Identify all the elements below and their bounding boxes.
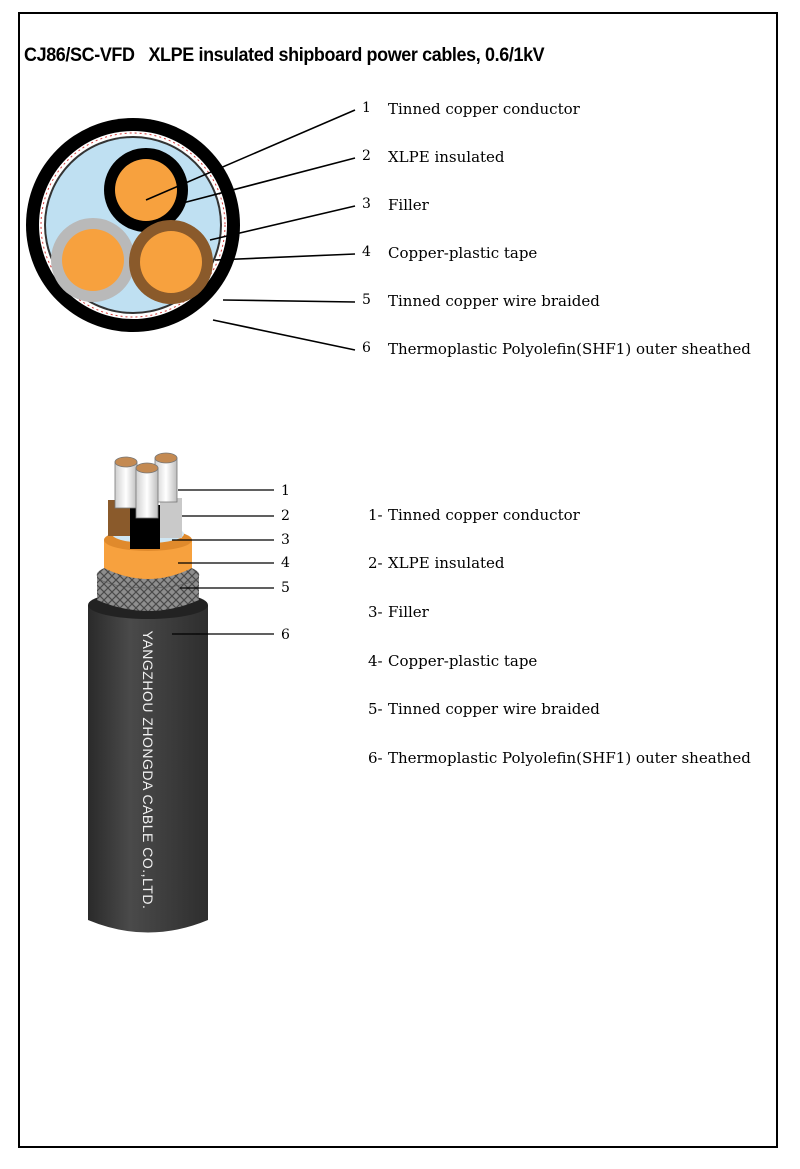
cs-label-4: Copper-plastic tape: [388, 244, 538, 262]
cs-label-5: Tinned copper wire braided: [388, 292, 600, 310]
cs-num-5: 5: [362, 292, 371, 308]
legend-label-4: Copper-plastic tape: [388, 652, 538, 670]
legend-label-6: Thermoplastic Polyolefin(SHF1) outer she…: [388, 749, 751, 767]
core-black-conductor: [115, 159, 177, 221]
legend-label-1: Tinned copper conductor: [388, 506, 580, 524]
wire-center: [135, 467, 159, 519]
cross-section-leaders: [145, 109, 356, 351]
core-brown-conductor: [140, 231, 202, 293]
cable-num-2: 2: [281, 508, 290, 524]
cable-num-3: 3: [281, 532, 290, 548]
core-grey: [160, 498, 182, 538]
cable-num-4: 4: [281, 555, 290, 571]
legend-num-5: 5-: [368, 700, 383, 718]
core-brown: [108, 500, 130, 536]
cable-num-6: 6: [281, 627, 290, 643]
legend-label-2: XLPE insulated: [388, 554, 505, 572]
legend-num-3: 3-: [368, 603, 383, 621]
cs-label-3: Filler: [388, 196, 429, 214]
cable-tape: [104, 540, 192, 579]
core-grey-conductor: [62, 229, 124, 291]
cs-label-6: Thermoplastic Polyolefin(SHF1) outer she…: [388, 340, 751, 358]
legend-num-6: 6-: [368, 749, 383, 767]
cs-label-2: XLPE insulated: [388, 148, 505, 166]
page-frame: [18, 12, 778, 1148]
cs-num-6: 6: [362, 340, 371, 356]
legend-num-2: 2-: [368, 554, 383, 572]
legend-num-1: 1-: [368, 506, 383, 524]
cs-num-1: 1: [362, 100, 371, 116]
page-title: CJ86/SC-VFD XLPE insulated shipboard pow…: [24, 44, 545, 66]
legend-label-3: Filler: [388, 603, 429, 621]
cable-sheath: [88, 605, 208, 933]
legend-label-5: Tinned copper wire braided: [388, 700, 600, 718]
cs-num-3: 3: [362, 196, 371, 212]
cable-leaders: [172, 489, 274, 635]
cs-label-1: Tinned copper conductor: [388, 100, 580, 118]
sheath-print: YANGZHOU ZHONGDA CABLE CO.,LTD.: [140, 630, 156, 910]
cable-num-1: 1: [281, 483, 290, 499]
legend-num-4: 4-: [368, 652, 383, 670]
cable-num-5: 5: [281, 580, 290, 596]
cs-num-4: 4: [362, 244, 371, 260]
wire-left: [114, 461, 138, 509]
cs-num-2: 2: [362, 148, 371, 164]
